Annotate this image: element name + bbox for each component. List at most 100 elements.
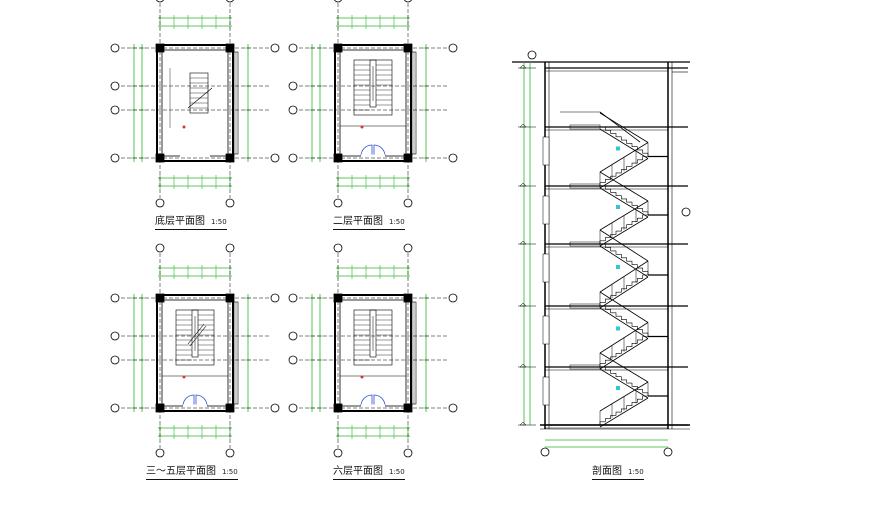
axis-bubble-left [288,153,298,163]
structural-column [403,153,413,163]
stair-stringer [599,245,649,278]
stair-well [191,309,199,358]
section-window [542,253,550,283]
structural-column [225,153,235,163]
structural-column [403,403,413,413]
stair-stringer [599,276,649,309]
stair-flight-down [600,185,649,215]
rail-marker [616,146,620,151]
elevation-triangle [519,64,527,69]
axis-bubble-left [110,355,120,365]
axis-bubble-left [110,153,120,163]
stair-flight-down [600,243,649,275]
door-swing-right [373,144,386,157]
floor-plans-layer [110,0,458,458]
handrail [599,229,649,262]
plan-scale-third-fifth: 1:50 [222,468,238,476]
rail-marker [616,386,620,390]
stair-stringer [599,158,649,189]
axis-bubble-right [448,293,458,303]
axis-bubble-left [288,331,298,341]
elevation-triangle [519,421,527,426]
stair-flight-down [600,126,649,157]
section-window [542,376,550,406]
handrail [599,352,649,383]
section-window [542,195,550,225]
axis-bubble-bottom [155,448,165,458]
stair-stringer [599,368,649,399]
stair-well [369,59,377,108]
elevation-triangle [519,363,527,368]
axis-bubble-top [225,243,235,253]
elevation-triangle [519,123,527,128]
axis-bubble-top [226,0,234,3]
structural-column [333,403,343,413]
axis-bubble-left [288,81,298,91]
wall-outer [156,294,234,412]
level-marker [360,125,364,129]
wall-outer [334,294,412,412]
wall-inner [339,49,407,157]
axis-bubble-right [270,153,280,163]
axis-bubble-left [110,105,120,115]
axis-bubble-right [448,153,458,163]
section-scale: 1:50 [628,468,644,476]
elevation-triangle [519,182,527,187]
wall-outer [156,44,234,162]
stair-well [369,309,377,358]
section-axis-bubble [527,50,537,60]
axis-bubble-bottom [225,198,235,208]
axis-bubble-left [110,293,120,303]
level-marker [182,125,186,129]
section-window [542,315,550,345]
axis-bubble-right [270,403,280,413]
section-title: 剖面图 1:50 [592,466,644,480]
door-swing-right [195,394,208,407]
axis-bubble-top [334,0,342,3]
axis-bubble-right [448,43,458,53]
wall-inner [161,299,229,407]
landing-beam [569,124,601,130]
elevation-triangle [519,302,527,307]
structural-column [225,403,235,413]
plan-title-second-text: 二层平面图 [333,216,383,227]
floor-plan-ground [110,0,280,208]
axis-bubble-right [448,403,458,413]
stair-section-layer [512,50,691,457]
rail-marker [616,205,620,209]
plan-title-third-fifth-text: 三～五层平面图 [146,466,216,477]
section-axis-bubble [681,207,691,217]
stair-flight-up [599,274,648,306]
axis-bubble-left [288,403,298,413]
stair-flight-up [599,336,648,367]
door-swing-right [373,394,386,407]
structural-column [403,43,413,53]
plan-title-ground-text: 底层平面图 [155,216,205,227]
axis-bubble-top [155,243,165,253]
axis-bubble-right [270,293,280,303]
stair-stringer [599,128,649,159]
axis-bubble-top [404,0,412,3]
axis-bubble-left [110,81,120,91]
level-marker [360,375,364,379]
axis-bubble-bottom [333,198,343,208]
break-line [187,323,205,345]
structural-column [225,43,235,53]
floor-plan-sixth [288,243,458,458]
level-marker [182,375,186,379]
door-swing-left [360,394,373,407]
axis-bubble-left [110,403,120,413]
axis-bubble-top [403,243,413,253]
plan-title-third-fifth: 三～五层平面图 1:50 [146,466,238,480]
section-axis-bubble [540,447,550,457]
section-title-text: 剖面图 [592,466,622,477]
structural-column [333,293,343,303]
stair-stringer [599,338,649,370]
elevation-triangle [519,240,527,245]
section-window [542,136,550,166]
structural-column [155,403,165,413]
axis-bubble-bottom [155,198,165,208]
